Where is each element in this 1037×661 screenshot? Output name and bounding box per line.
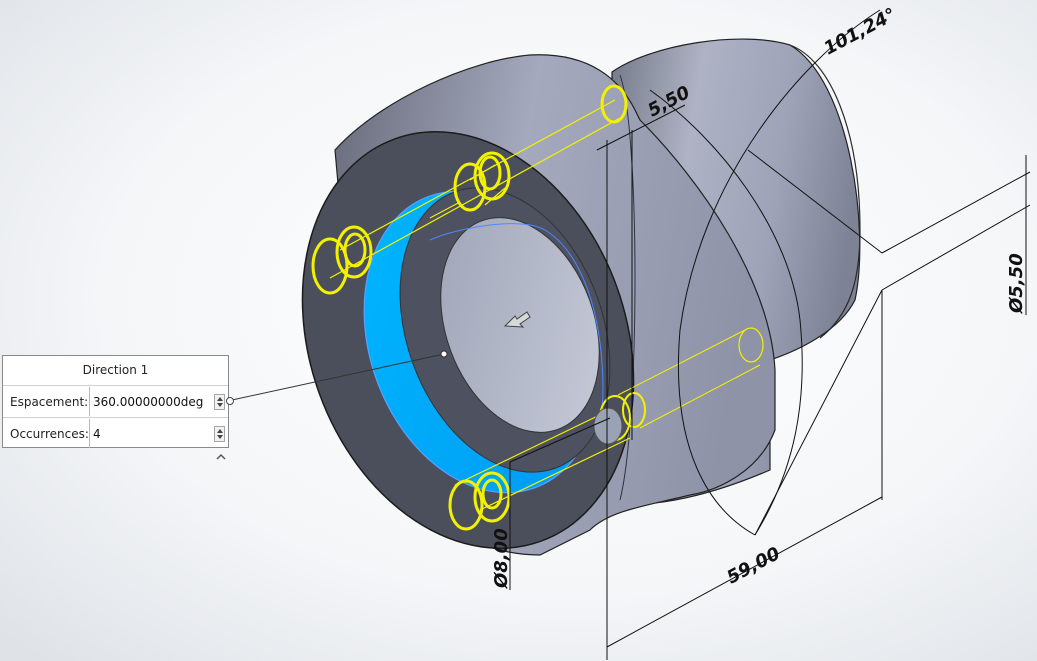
callout-leader <box>231 350 448 401</box>
count-row: Occurrences: <box>3 418 228 449</box>
count-label: Occurrences: <box>10 427 89 441</box>
pattern-callout-box: Direction 1 Espacement: Occurrences: <box>2 355 229 448</box>
spacing-input[interactable] <box>93 393 203 410</box>
spacing-spinner[interactable] <box>214 394 225 410</box>
dimension-diameter-bottom[interactable]: Ø8,00 <box>491 528 512 589</box>
spin-up-icon[interactable] <box>217 397 223 401</box>
spacing-row: Espacement: <box>3 386 228 418</box>
spacing-label: Espacement: <box>10 395 89 409</box>
callout-anchor-dot[interactable] <box>226 397 234 405</box>
dimension-lines <box>509 9 1031 660</box>
callout-title: Direction 1 <box>3 356 228 386</box>
count-spinner[interactable] <box>214 426 225 442</box>
chevron-up-icon[interactable] <box>215 452 227 462</box>
count-field <box>89 419 229 448</box>
selected-bore-face[interactable] <box>324 158 648 526</box>
pattern-hole-circles[interactable] <box>311 84 764 531</box>
dimension-diameter-right[interactable]: Ø5,50 <box>1006 253 1027 314</box>
spin-down-icon[interactable] <box>217 435 223 439</box>
rotate-arrow-icon <box>503 311 531 328</box>
spin-down-icon[interactable] <box>217 403 223 407</box>
hole-section <box>593 407 623 445</box>
count-input[interactable] <box>93 425 203 442</box>
spacing-field <box>89 387 229 416</box>
pattern-preview <box>329 99 761 511</box>
spin-up-icon[interactable] <box>217 429 223 433</box>
